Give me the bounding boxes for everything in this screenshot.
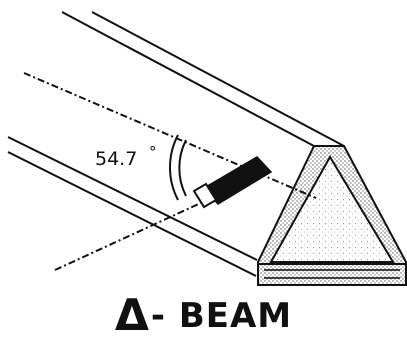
beam-edges xyxy=(7,11,345,277)
angle-label: 54.7 xyxy=(95,148,137,170)
probe xyxy=(192,156,273,209)
caption-text: - BEAM xyxy=(150,296,293,336)
delta-symbol: Δ xyxy=(114,290,149,341)
degree-symbol: ° xyxy=(149,143,157,161)
angle-arc xyxy=(168,134,187,201)
beam-cross-section xyxy=(257,145,407,286)
figure-caption: Δ- BEAM xyxy=(0,291,407,341)
